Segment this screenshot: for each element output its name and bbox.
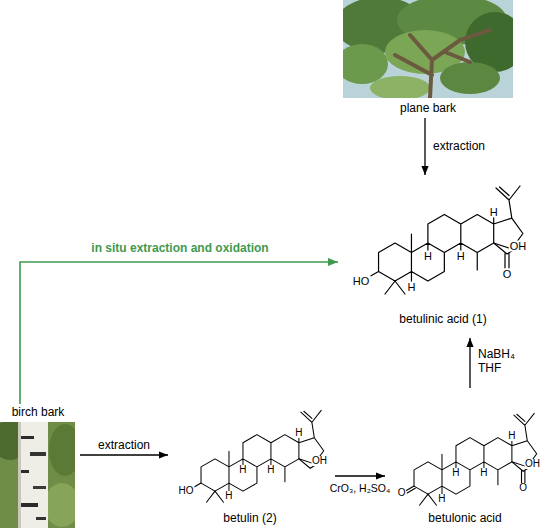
atom-label: H (507, 431, 516, 441)
reaction-condition: NaBH₄ THF (478, 347, 524, 375)
betulonic-acid-structure (406, 413, 537, 505)
atom-label: H (406, 282, 416, 293)
compound-name: betulinic acid (1) (399, 312, 486, 326)
reaction-arrow (469, 338, 470, 388)
atom-label: H (489, 207, 499, 218)
bark-source: birch bark (0, 404, 80, 528)
plane-tree-photo (343, 0, 513, 98)
birch-tree-photo (0, 422, 75, 528)
atom-label: H (423, 251, 433, 262)
source-label: plane bark (400, 101, 456, 115)
atom-label: HO (352, 276, 371, 287)
reaction-condition: in situ extraction and oxidation (91, 241, 268, 255)
compound-structure: betulonic acidOHOOHHHH (385, 388, 546, 522)
bark-source: plane bark (340, 0, 516, 118)
atom-label: OH (509, 241, 528, 252)
atom-label: H (456, 251, 466, 262)
atom-label: H (224, 491, 233, 501)
atom-label: H (437, 494, 446, 504)
atom-label: H (479, 468, 488, 478)
atom-label: H (451, 468, 460, 478)
atom-label: OH (524, 459, 541, 469)
reaction-arrow (424, 118, 425, 175)
betulin-structure (192, 410, 324, 502)
reaction-condition: extraction (433, 139, 485, 153)
reaction-condition: extraction (98, 438, 150, 452)
reaction-arrow (20, 262, 338, 404)
atom-label: H (294, 428, 303, 438)
compound-structure: betulin (2) OH HO H H H H (168, 378, 335, 526)
betulinic-acid-structure (368, 186, 523, 294)
atom-label: HO (178, 486, 195, 496)
atom-label: H (266, 465, 275, 475)
atom-label: H (238, 465, 247, 475)
reaction-arrow (335, 475, 385, 476)
compound-structure: betulinic acid (1)OHOHOHHHH (338, 175, 548, 338)
reaction-condition: CrO₃, H₂SO₄ (330, 481, 390, 495)
reaction-arrow (80, 454, 168, 455)
compound-name: betulonic acid (428, 511, 501, 525)
source-label: birch bark (12, 405, 65, 419)
atom-label: O (502, 269, 513, 280)
atom-label: O (397, 488, 407, 498)
atom-label: O (518, 483, 528, 493)
compound-name: betulin (2) (223, 511, 276, 525)
atom-label: OH (311, 456, 328, 466)
